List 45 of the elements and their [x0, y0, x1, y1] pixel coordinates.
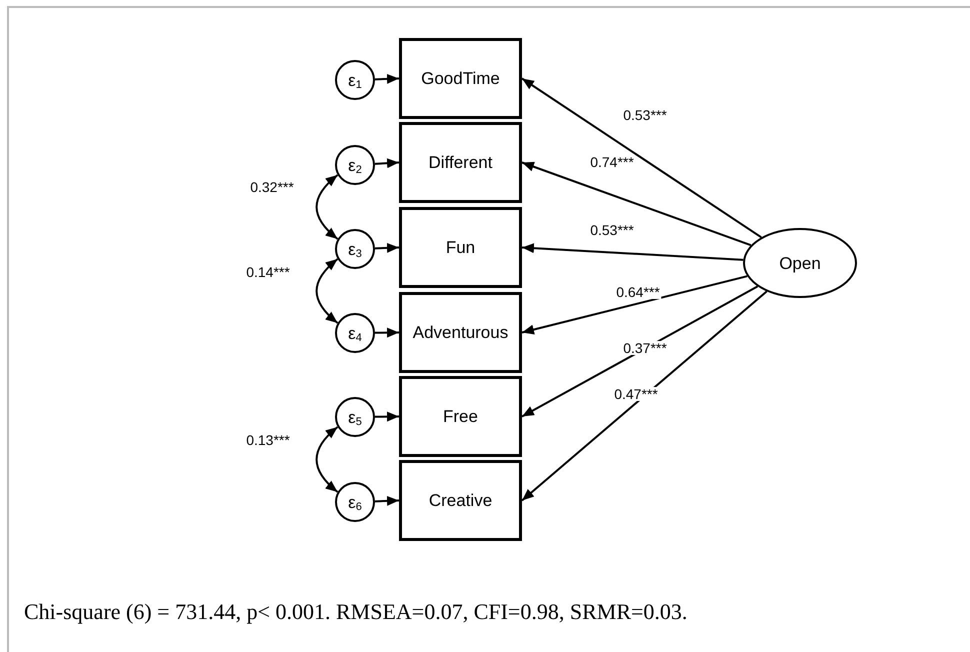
node-label: ε$_{5}$: [348, 408, 362, 426]
caption: Chi-square (6) = 731.44, p< 0.001. RMSEA=0.07, CFI=0.98, SRMR=0.03.: [24, 598, 688, 626]
indicator-box: [399, 38, 522, 119]
arrow: [521, 290, 768, 502]
node-label: Fun: [446, 239, 476, 256]
arrow: [374, 158, 400, 168]
arrow: [522, 286, 758, 418]
node-label: ε$_{1}$: [348, 72, 362, 88]
node-label: ε$_{2}$: [348, 156, 362, 174]
arrow: [374, 74, 400, 84]
arrow: [374, 242, 400, 253]
edge-label: 0.53***: [589, 223, 635, 237]
edge-label: 0.13***: [245, 433, 291, 447]
node-label: ε$_{3}$: [348, 240, 362, 258]
node-label: Different: [428, 154, 492, 171]
arrow: [522, 243, 744, 261]
edge-label: 0.14***: [245, 265, 291, 279]
latent-ellipse: [743, 228, 857, 298]
indicator-box: [399, 460, 522, 541]
edge-label: 0.32***: [249, 180, 295, 194]
covariance-arrow: [316, 174, 338, 240]
indicator-box: [399, 122, 522, 203]
node-label: GoodTime: [421, 70, 500, 87]
arrow: [522, 162, 752, 246]
node-label: ε$_{4}$: [348, 324, 362, 342]
node-label: Open: [779, 254, 821, 272]
edge-label: 0.53***: [622, 108, 668, 122]
node-label: ε$_{6}$: [348, 494, 362, 510]
arrow: [374, 412, 400, 422]
covariance-arrow: [316, 426, 338, 493]
arrow: [374, 496, 400, 506]
indicator-box: [399, 292, 522, 373]
edge-label: 0.37***: [622, 341, 668, 355]
indicator-box: [399, 376, 522, 457]
covariance-arrow: [316, 258, 338, 324]
indicator-box: [399, 207, 522, 288]
node-label: Adventurous: [412, 324, 508, 341]
edge-label: 0.47***: [613, 387, 659, 401]
edge-label: 0.74***: [589, 155, 635, 169]
node-label: Creative: [428, 492, 492, 509]
arrow: [521, 78, 762, 238]
node-label: Free: [443, 408, 478, 425]
arrow: [374, 328, 400, 338]
arrow: [522, 275, 748, 334]
edge-label: 0.64***: [615, 285, 661, 299]
